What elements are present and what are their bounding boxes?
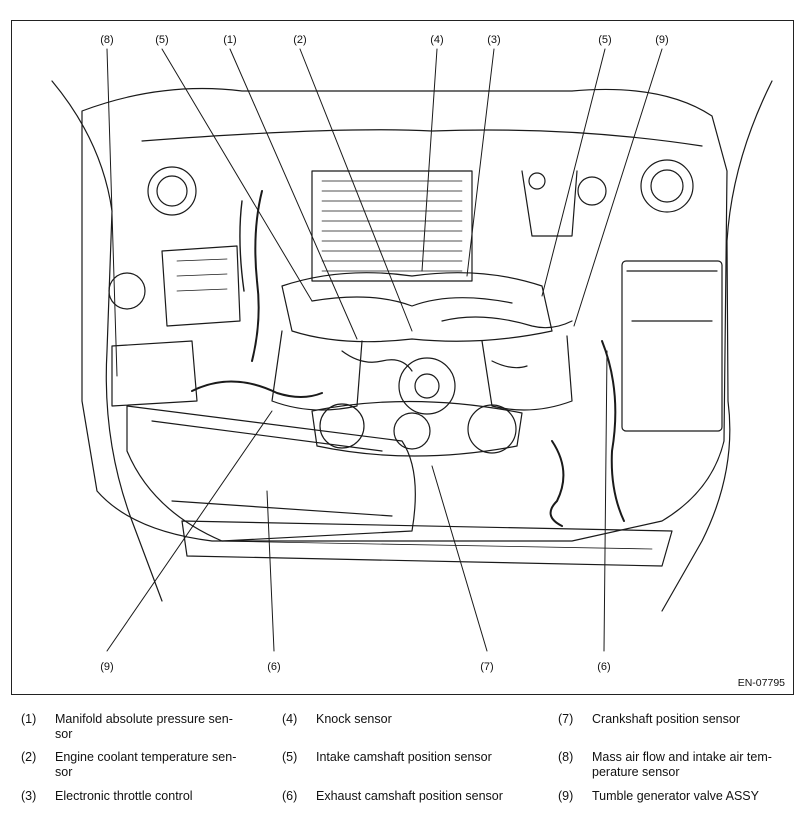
legend-text: Electronic throttle control bbox=[55, 789, 193, 803]
legend-number: (8) bbox=[558, 750, 574, 764]
legend-text: Knock sensor bbox=[316, 712, 392, 726]
valve-cover-right bbox=[481, 335, 573, 411]
engine-drawing bbox=[51, 48, 773, 652]
valve-cover-left bbox=[271, 330, 363, 411]
callout-8-top: (8) bbox=[100, 34, 114, 46]
callout-5-top-left: (5) bbox=[155, 34, 169, 46]
legend-text: Exhaust camshaft position sensor bbox=[316, 789, 503, 803]
legend-number: (1) bbox=[21, 712, 37, 726]
relay-box bbox=[111, 340, 198, 407]
callout-6-bottom-left: (6) bbox=[267, 661, 281, 673]
figure-id: EN-07795 bbox=[737, 677, 785, 689]
callout-7-bottom: (7) bbox=[480, 661, 494, 673]
legend-text: Mass air flow and intake air tem- peratu… bbox=[592, 750, 772, 779]
legend-number: (6) bbox=[282, 789, 298, 803]
legend-number: (9) bbox=[558, 789, 574, 803]
intake-manifold bbox=[281, 272, 553, 343]
timing-belt bbox=[311, 400, 523, 457]
leader-lines bbox=[106, 48, 663, 652]
pulley-left bbox=[319, 403, 365, 449]
legend-number: (2) bbox=[21, 750, 37, 764]
legend-text: Engine coolant temperature sen- sor bbox=[55, 750, 237, 779]
legend-number: (3) bbox=[21, 789, 37, 803]
callout-3-top: (3) bbox=[487, 34, 501, 46]
legend-number: (7) bbox=[558, 712, 574, 726]
air-cleaner-case bbox=[126, 405, 416, 542]
strut-tower-left bbox=[147, 166, 197, 216]
strut-tower-right bbox=[640, 159, 694, 213]
callout-1-top: (1) bbox=[223, 34, 237, 46]
intercooler bbox=[311, 170, 473, 282]
legend-text: Tumble generator valve ASSY bbox=[592, 789, 759, 803]
legend-number: (4) bbox=[282, 712, 298, 726]
alternator bbox=[398, 357, 456, 415]
fender-right bbox=[661, 80, 773, 612]
legend-number: (5) bbox=[282, 750, 298, 764]
reservoir-left bbox=[108, 272, 146, 310]
radiator-hose bbox=[191, 380, 323, 398]
callout-9-top: (9) bbox=[655, 34, 669, 46]
legend-text: Manifold absolute pressure sen- sor bbox=[55, 712, 233, 741]
callout-5-top-right: (5) bbox=[598, 34, 612, 46]
callout-9-bottom: (9) bbox=[100, 661, 114, 673]
engine-compartment-figure: (8) (5) (1) (2) (4) (3) (5) (9) (9) (6) … bbox=[11, 20, 794, 695]
legend-text: Crankshaft position sensor bbox=[592, 712, 740, 726]
pulley-right bbox=[467, 404, 517, 454]
callout-4-top: (4) bbox=[430, 34, 444, 46]
callout-2-top: (2) bbox=[293, 34, 307, 46]
fender-left bbox=[51, 80, 163, 602]
body-outline bbox=[81, 87, 728, 542]
callout-6-bottom-right: (6) bbox=[597, 661, 611, 673]
radiator-support bbox=[181, 520, 673, 567]
pulley-center bbox=[393, 412, 431, 450]
legend-text: Intake camshaft position sensor bbox=[316, 750, 492, 764]
battery bbox=[621, 260, 723, 432]
